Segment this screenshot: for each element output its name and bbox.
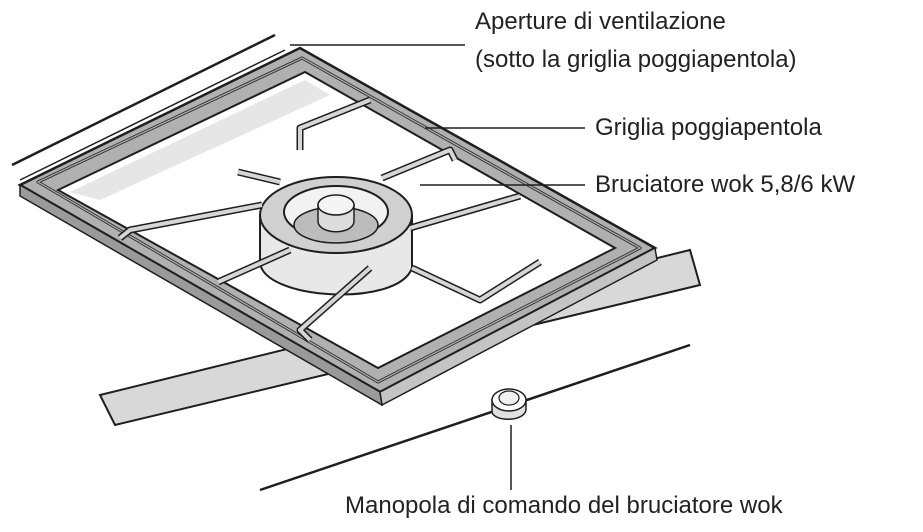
burner-label: Bruciatore wok 5,8/6 kW <box>595 171 856 198</box>
cooktop-frame-front <box>379 246 658 407</box>
pan-support-grate <box>36 56 642 384</box>
vents-label-line2: (sotto la griglia poggiapentola) <box>475 46 797 73</box>
vents-label-line1: Aperture di ventilazione <box>475 8 726 35</box>
grate-label: Griglia poggiapentola <box>595 114 822 141</box>
knob-label: Manopola di comando del bruciatore wok <box>345 492 783 519</box>
wok-burner <box>259 176 413 296</box>
countertop-back-edge <box>11 33 276 167</box>
control-knob <box>491 388 527 420</box>
counter-lower-edge <box>259 343 691 492</box>
cooktop-well-shade <box>70 80 330 200</box>
countertop-back-edge-inner <box>19 49 286 181</box>
